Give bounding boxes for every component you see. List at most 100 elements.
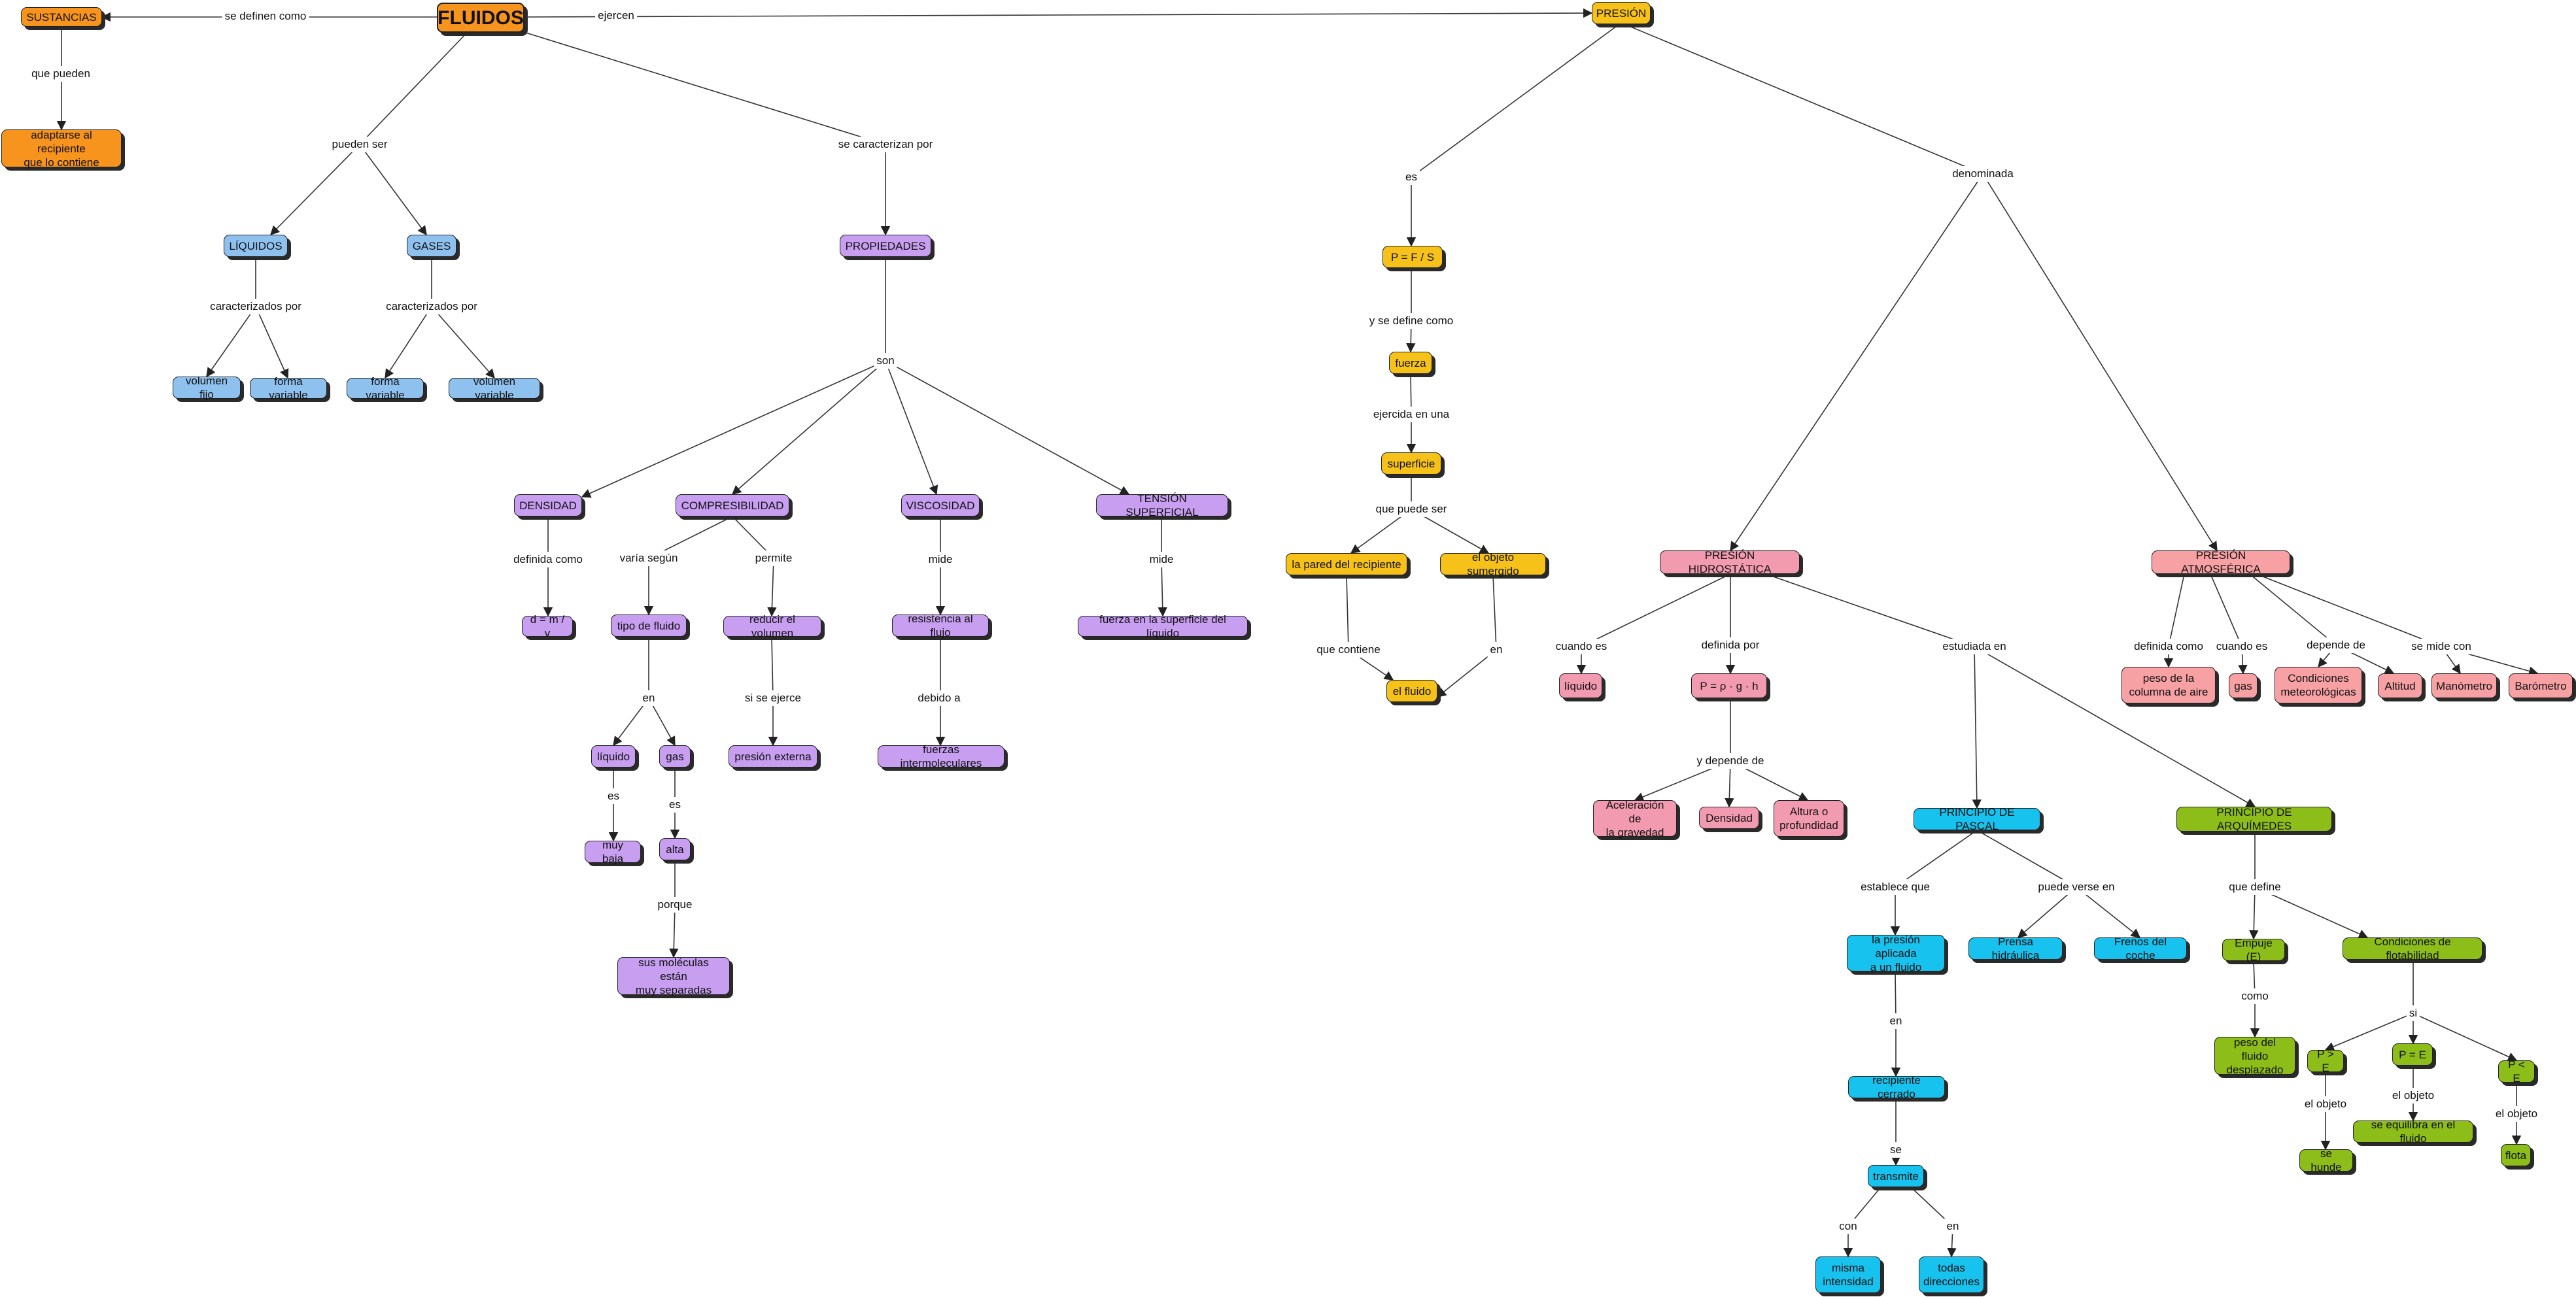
node-p-rgh-formula[interactable]: P = ρ · g · h: [1691, 673, 1767, 698]
node-liquido-compresibilidad[interactable]: líquido: [591, 745, 636, 767]
node-forma-variable-liquidos[interactable]: forma variable: [250, 375, 327, 401]
node-p-formula[interactable]: P = F / S: [1382, 246, 1443, 268]
node-peso-columna-aire[interactable]: peso de la columna de aire: [2121, 667, 2216, 703]
node-empuje[interactable]: Empuje (E): [2222, 937, 2285, 963]
connector-line: [2076, 886, 2141, 938]
connector-line: [525, 32, 886, 145]
node-resistencia-flujo[interactable]: resistencia al flujo: [892, 613, 989, 639]
node-altitud[interactable]: Altitud: [2378, 673, 2422, 698]
node-sustancias[interactable]: SUSTANCIAS: [21, 7, 102, 27]
node-liquidos[interactable]: LÍQUIDOS: [224, 235, 288, 257]
node-flota[interactable]: flota: [2501, 1144, 2531, 1166]
node-p-menor-e[interactable]: P < E: [2498, 1058, 2535, 1085]
node-gas-atmosferica[interactable]: gas: [2229, 673, 2258, 698]
link-label-que-contiene: que contiene: [1314, 642, 1383, 658]
node-presion-atmosferica[interactable]: PRESIÓN ATMOSFÉRICA: [2152, 549, 2290, 575]
node-gas-compresibilidad[interactable]: gas: [659, 745, 691, 767]
node-altura-profundidad[interactable]: Altura o profundidad: [1774, 800, 1844, 837]
connector-line: [1624, 24, 1984, 175]
node-condiciones-flotabilidad[interactable]: Condiciones de flotabilidad: [2343, 935, 2482, 962]
node-volumen-fijo[interactable]: volumen fijo: [173, 375, 241, 401]
connector-line: [1976, 830, 2077, 888]
link-label-estudiada-en: estudiada en: [1940, 639, 2009, 654]
node-d-formula[interactable]: d = m / v: [522, 613, 573, 639]
connector-line: [731, 360, 886, 495]
node-gases[interactable]: GASES: [407, 235, 456, 257]
node-adaptarse-recipiente[interactable]: adaptarse al recipiente que lo contiene: [1, 129, 122, 169]
node-tension-superficial[interactable]: TENSIÓN SUPERFICIAL: [1096, 492, 1228, 518]
node-tipo-de-fluido[interactable]: tipo de fluido: [611, 615, 687, 637]
node-superficie[interactable]: superficie: [1381, 452, 1441, 475]
node-compresibilidad[interactable]: COMPRESIBILIDAD: [676, 494, 789, 516]
connector-line: [1346, 575, 1349, 650]
link-label-que-define: que define: [2226, 879, 2284, 895]
link-label-si-se-ejerce: si se ejerce: [742, 690, 804, 706]
node-objeto-sumergido[interactable]: el objeto sumergido: [1440, 551, 1546, 577]
connector-line: [359, 144, 427, 236]
node-muy-baja[interactable]: muy baja: [585, 839, 641, 865]
node-aceleracion-gravedad[interactable]: Aceleración de la gravedad: [1593, 799, 1677, 839]
node-condiciones-meteorologicas[interactable]: Condiciones meteorológicas: [2275, 667, 2362, 703]
link-label-se-mide-con: se mide con: [2409, 639, 2474, 654]
node-volumen-variable[interactable]: volumen variable: [449, 375, 540, 401]
node-p-igual-e[interactable]: P = E: [2392, 1043, 2433, 1066]
node-alta[interactable]: alta: [659, 838, 691, 860]
node-presion-aplicada[interactable]: la presión aplicada a un fluido: [1847, 934, 1945, 973]
connector-line: [269, 144, 360, 236]
connector-line: [2210, 573, 2242, 647]
connector-line: [524, 8, 1593, 18]
node-peso-fluido-desplazado[interactable]: peso del fluido desplazado: [2214, 1036, 2295, 1076]
node-prensa-hidraulica[interactable]: Prensa hidráulica: [1968, 935, 2063, 962]
link-label-como: como: [2239, 988, 2271, 1004]
connector-line: [2168, 573, 2185, 647]
node-presion[interactable]: PRESIÓN: [1592, 2, 1651, 24]
node-manometro[interactable]: Manómetro: [2431, 673, 2497, 698]
node-misma-intensidad[interactable]: misma intensidad: [1815, 1256, 1881, 1293]
node-presion-externa[interactable]: presión externa: [729, 745, 817, 767]
node-se-hunde[interactable]: se hunde: [2299, 1147, 2353, 1173]
node-fuerzas-intermoleculares[interactable]: fuerzas intermoleculares: [878, 743, 1005, 769]
link-label-mide-tension: mide: [1146, 552, 1176, 567]
connector-line: [206, 306, 256, 378]
node-transmite[interactable]: transmite: [1868, 1165, 1924, 1187]
node-pared-recipiente[interactable]: la pared del recipiente: [1286, 553, 1407, 575]
node-presion-hidrostatica[interactable]: PRESIÓN HIDROSTÁTICA: [1660, 549, 1800, 575]
node-principio-arquimedes[interactable]: PRINCIPIO DE ARQUÍMEDES: [2176, 806, 2332, 832]
node-forma-variable-gases[interactable]: forma variable: [347, 375, 424, 401]
node-recipiente-cerrado[interactable]: recipiente cerrado: [1848, 1074, 1945, 1100]
connector-line: [1895, 830, 1978, 888]
link-label-debido-a: debido a: [915, 690, 963, 706]
connector-line: [1158, 559, 1167, 617]
node-principio-pascal[interactable]: PRINCIPIO DE PASCAL: [1914, 806, 2040, 832]
link-label-que-pueden: que pueden: [29, 66, 93, 82]
link-label-que-puede-ser: que puede ser: [1373, 501, 1450, 517]
link-label-en-transmite: en: [1944, 1219, 1962, 1234]
connector-line: [1436, 649, 1497, 698]
node-moleculas-separadas[interactable]: sus moléculas están muy separadas: [617, 956, 730, 996]
node-fluidos[interactable]: FLUIDOS: [437, 3, 524, 33]
node-frenos-coche[interactable]: Frenos del coche: [2094, 935, 2187, 962]
node-fuerza[interactable]: fuerza: [1389, 352, 1432, 374]
node-barometro[interactable]: Barómetro: [2509, 673, 2573, 698]
link-label-con: con: [1836, 1219, 1860, 1234]
connector-line: [1730, 173, 1984, 552]
connector-line: [885, 360, 1130, 495]
node-densidad-hidrostatica[interactable]: Densidad: [1699, 807, 1759, 829]
node-el-fluido[interactable]: el fluido: [1386, 680, 1437, 702]
connector-line: [2249, 573, 2337, 646]
link-label-en-tipo: en: [640, 690, 658, 706]
node-fuerza-superficie[interactable]: fuerza en la superficie del líquido: [1078, 613, 1248, 639]
node-reducir-volumen[interactable]: reducir el volumen: [723, 613, 821, 639]
link-label-en-objeto: en: [1487, 642, 1505, 658]
connector-line: [2324, 1013, 2414, 1051]
node-p-mayor-e[interactable]: P > E: [2307, 1048, 2344, 1074]
node-viscosidad[interactable]: VISCOSIDAD: [901, 494, 980, 516]
node-densidad[interactable]: DENSIDAD: [514, 494, 582, 516]
node-se-equilibra[interactable]: se equilibra en el fluido: [2353, 1119, 2473, 1145]
node-todas-direcciones[interactable]: todas direcciones: [1919, 1256, 1984, 1293]
node-liquido-hidrostatica[interactable]: líquido: [1559, 673, 1602, 698]
node-propiedades[interactable]: PROPIEDADES: [840, 235, 931, 257]
link-label-definida-por: definida por: [1698, 637, 1762, 653]
connector-line: [1895, 971, 1897, 1022]
connector-line: [1765, 573, 1975, 647]
